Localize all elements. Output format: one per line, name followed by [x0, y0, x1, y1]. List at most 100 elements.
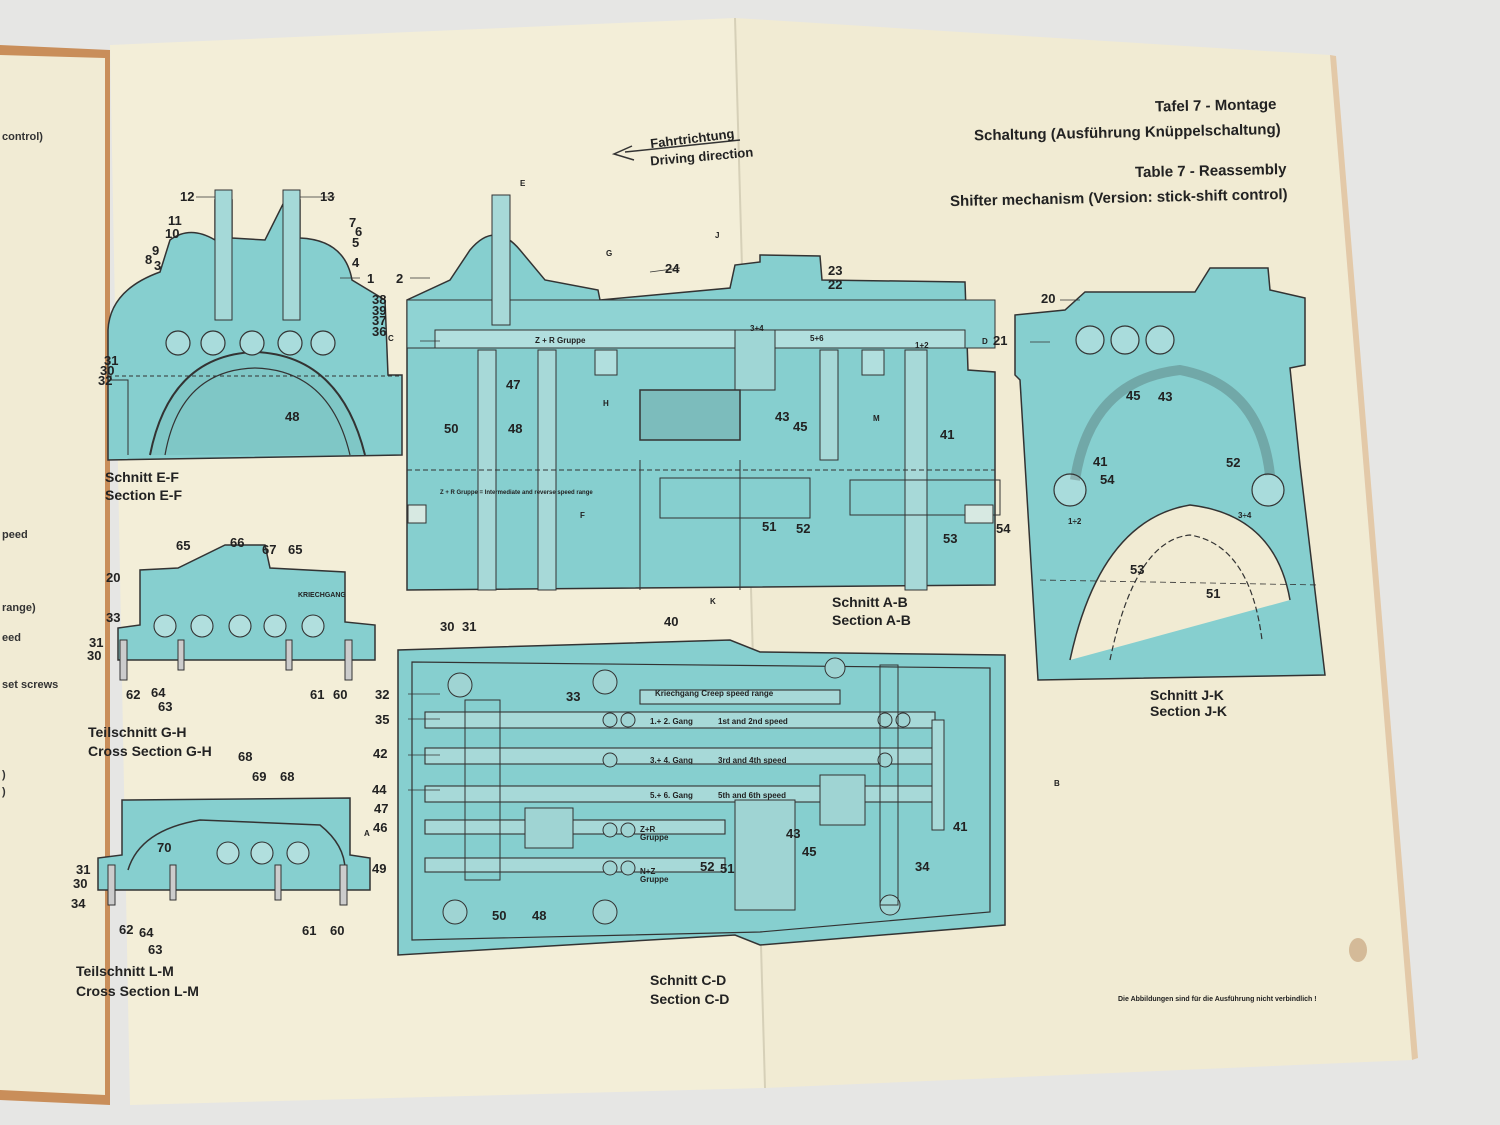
label-nz-gruppe-cd: N+Z Gruppe [640, 867, 669, 884]
part-number: 24 [665, 261, 680, 276]
label-gang-56: 5.+ 6. Gang [650, 791, 693, 800]
part-number: 42 [373, 746, 388, 761]
left-edge-text: control) [2, 131, 43, 143]
part-number: 8 [145, 252, 153, 267]
caption-ab-en: Section A-B [832, 612, 911, 628]
part-number: 69 [252, 769, 267, 784]
part-number: 22 [828, 277, 843, 292]
part-number: 23 [828, 263, 843, 278]
part-number: 45 [1126, 388, 1141, 403]
part-number: 70 [157, 840, 172, 855]
part-number: 2 [396, 271, 404, 286]
part-number: 47 [506, 377, 521, 392]
part-number: 32 [98, 373, 113, 388]
label-speed-56: 5th and 6th speed [718, 791, 787, 800]
section-jk-drawing [1014, 267, 1326, 681]
part-number: K [710, 597, 716, 606]
caption-jk-de: Schnitt J-K [1150, 687, 1224, 703]
part-number: 13 [320, 189, 335, 204]
part-number: 65 [176, 538, 191, 553]
part-number: 63 [158, 699, 173, 714]
part-number: 21 [993, 333, 1008, 348]
part-number: 68 [238, 749, 253, 764]
label-kriechgang: Kriechgang Creep speed range [655, 689, 774, 698]
left-edge-text: set screws [2, 679, 59, 691]
left-edge-text: eed [2, 632, 21, 644]
part-number: 41 [1093, 454, 1108, 469]
part-number: 54 [996, 521, 1011, 536]
part-number: 4 [352, 255, 360, 270]
part-number: 61 [310, 687, 325, 702]
part-number: 50 [444, 421, 459, 436]
label-speed-34: 3rd and 4th speed [718, 756, 787, 765]
part-number: B [1054, 779, 1060, 788]
left-edge-text: ) [2, 769, 6, 781]
section-ef-drawing [107, 189, 403, 461]
part-number: 40 [664, 614, 679, 629]
part-number: 31 [76, 862, 91, 877]
part-number: 45 [793, 419, 808, 434]
part-number: 51 [720, 861, 735, 876]
part-number: 63 [148, 942, 163, 957]
label-zr-gruppe: Z + R Gruppe [535, 336, 586, 345]
part-number: 30 [440, 619, 455, 634]
part-number: 7 [349, 215, 357, 230]
part-number: 60 [333, 687, 348, 702]
part-number: E [520, 179, 526, 188]
part-number: 48 [285, 409, 300, 424]
part-number: 39 [372, 303, 387, 318]
part-number: 44 [372, 782, 387, 797]
part-number: 64 [151, 685, 166, 700]
part-number: 67 [262, 542, 277, 557]
part-number: 61 [302, 923, 317, 938]
part-number: 5 [352, 235, 360, 250]
section-ab-drawing [406, 194, 1001, 591]
part-number: 51 [762, 519, 777, 534]
part-number: 65 [288, 542, 303, 557]
caption-cd-de: Schnitt C-D [650, 972, 727, 988]
label-gang-34: 3.+ 4. Gang [650, 756, 693, 765]
part-number: 38 [372, 292, 387, 307]
part-number: 45 [802, 844, 817, 859]
part-number: 46 [373, 820, 388, 835]
part-number: D [982, 337, 988, 346]
part-number: 47 [374, 801, 389, 816]
caption-cd-en: Section C-D [650, 991, 730, 1007]
caption-ab-de: Schnitt A-B [832, 594, 908, 610]
part-number: 30 [73, 876, 88, 891]
part-number: C [388, 334, 394, 343]
left-edge-text: ) [2, 786, 6, 798]
caption-lm-en: Cross Section L-M [76, 983, 199, 999]
part-number: 33 [106, 610, 121, 625]
part-number: 35 [375, 712, 390, 727]
part-number: 52 [1226, 455, 1241, 470]
label-kriechgang-top: KRIECHGANG [298, 592, 346, 599]
part-number: 6 [355, 224, 363, 239]
part-number: 49 [372, 861, 387, 876]
part-number: A [364, 829, 370, 838]
part-number: 64 [139, 925, 154, 940]
part-number: 51 [1206, 586, 1221, 601]
caption-gh-de: Teilschnitt G-H [88, 724, 187, 740]
part-number: 31 [462, 619, 477, 634]
part-number: 43 [775, 409, 790, 424]
part-number: 62 [119, 922, 134, 937]
label-gear-56: 5+6 [810, 334, 824, 343]
part-number: 53 [1130, 562, 1145, 577]
label-speed-12: 1st and 2nd speed [718, 717, 788, 726]
part-number: 9 [152, 243, 160, 258]
part-number: 34 [71, 896, 86, 911]
label-zr-gruppe-cd: Z+R Gruppe [640, 825, 669, 842]
label-zr-note: Z + R Gruppe = Intermediate and reverse … [440, 490, 593, 496]
section-cd-drawing [397, 639, 1006, 956]
part-number: G [606, 249, 613, 258]
caption-jk-en: Section J-K [1150, 703, 1228, 719]
part-number: 20 [106, 570, 121, 585]
title-en: Table 7 - Reassembly [1134, 161, 1287, 182]
part-number: 48 [508, 421, 523, 436]
part-number: 62 [126, 687, 141, 702]
part-number: H [603, 399, 609, 408]
part-number: 53 [943, 531, 958, 546]
